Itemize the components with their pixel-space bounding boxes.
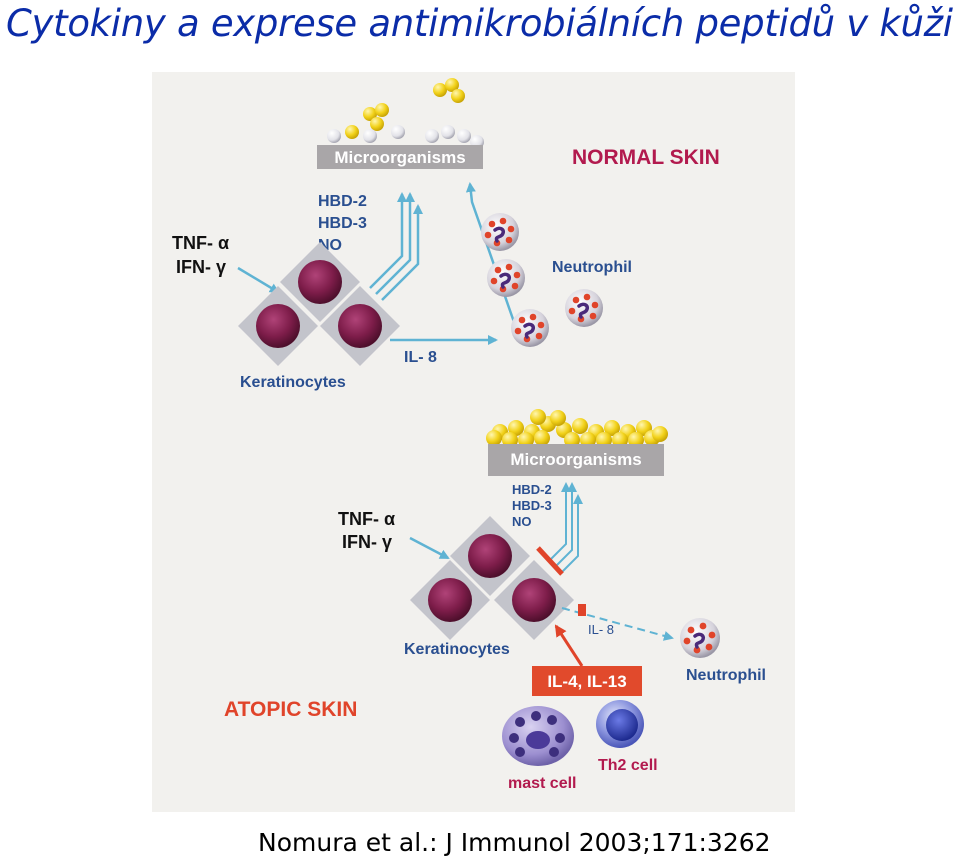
atopic-peptide-inhibitor <box>536 546 564 576</box>
atopic-il8-inhibitor <box>578 604 586 616</box>
atopic-il8-label: IL- 8 <box>588 622 614 637</box>
normal-peptide-arrows <box>369 192 423 301</box>
th2-cell-label: Th2 cell <box>598 757 658 774</box>
atopic-th2-cytokines-box <box>532 666 642 696</box>
atopic-peptide-arrows <box>549 482 583 573</box>
normal-cytokine-arrow <box>237 266 280 294</box>
normal-microorganisms-box <box>317 145 483 169</box>
normal-cytokine-ifn: IFN- γ <box>176 257 226 277</box>
slide-title: Cytokiny a exprese antimikrobiálních pep… <box>6 2 953 45</box>
atopic-keratinocytes <box>410 516 574 640</box>
atopic-keratinocytes-label: Keratinocytes <box>404 641 510 658</box>
normal-microorganisms-label: Microorganisms <box>334 148 465 167</box>
panel-background <box>152 72 795 812</box>
mast-cell <box>502 706 574 766</box>
normal-skin-heading: NORMAL SKIN <box>572 146 720 169</box>
atopic-microorganisms-label: Microorganisms <box>510 450 641 469</box>
atopic-skin-heading: ATOPIC SKIN <box>224 698 357 721</box>
normal-peptide-hbd2: HBD-2 <box>318 193 367 210</box>
figure-panel: Microorganisms NORMAL SKIN HBD-2 HBD-3 N… <box>152 72 795 812</box>
atopic-neutrophil-label: Neutrophil <box>686 667 766 684</box>
atopic-cytokine-arrow <box>409 536 450 560</box>
citation: Nomura et al.: J Immunol 2003;171:3262 <box>258 828 771 857</box>
atopic-th2-cytokines-arrow <box>554 624 584 667</box>
normal-keratinocytes <box>238 242 400 366</box>
normal-keratinocytes-label: Keratinocytes <box>240 374 346 391</box>
atopic-peptide-no: NO <box>512 514 532 529</box>
atopic-cytokine-ifn: IFN- γ <box>342 532 392 552</box>
mast-cell-label: mast cell <box>508 775 576 792</box>
atopic-th2-cytokines-label: IL-4, IL-13 <box>547 672 626 691</box>
atopic-peptide-hbd2: HBD-2 <box>512 482 552 497</box>
normal-peptide-hbd3: HBD-3 <box>318 215 367 232</box>
atopic-microorganisms-box <box>488 444 664 476</box>
atopic-peptide-hbd3: HBD-3 <box>512 498 552 513</box>
atopic-skin-section: Microorganisms HBD-2 HBD-3 NO TNF- α IFN… <box>224 409 766 792</box>
normal-neutrophil-label: Neutrophil <box>552 259 632 276</box>
normal-neutrophils <box>481 213 603 347</box>
normal-il8-label: IL- 8 <box>404 349 437 366</box>
atopic-cytokine-tnf: TNF- α <box>338 509 395 529</box>
atopic-neutrophil <box>680 618 720 658</box>
normal-skin-section: Microorganisms NORMAL SKIN HBD-2 HBD-3 N… <box>172 78 720 391</box>
th2-cell <box>596 700 644 748</box>
normal-cytokine-tnf: TNF- α <box>172 233 229 253</box>
normal-microbes <box>327 78 484 149</box>
